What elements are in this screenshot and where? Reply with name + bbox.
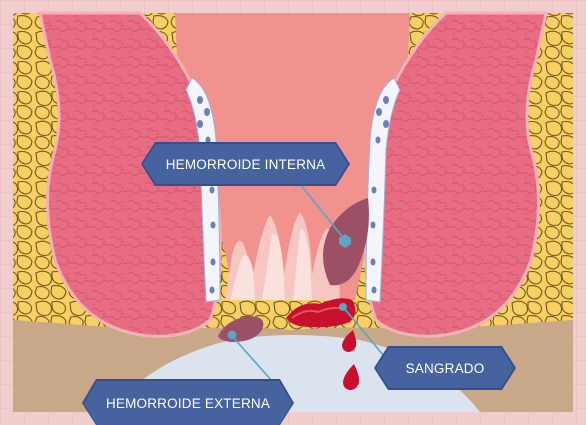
label-hemorrhoide-externa-text: HEMORROIDE EXTERNA xyxy=(106,396,270,411)
label-hemorrhoide-interna-text: HEMORROIDE INTERNA xyxy=(166,157,326,172)
label-hemorrhoide-interna: HEMORROIDE INTERNA xyxy=(143,144,348,184)
label-sangrado: SANGRADO xyxy=(376,348,514,388)
label-hemorrhoide-externa: HEMORROIDE EXTERNA xyxy=(84,381,292,425)
marker-external xyxy=(228,331,237,340)
label-sangrado-text: SANGRADO xyxy=(406,361,485,376)
marker-bleeding xyxy=(339,303,347,311)
